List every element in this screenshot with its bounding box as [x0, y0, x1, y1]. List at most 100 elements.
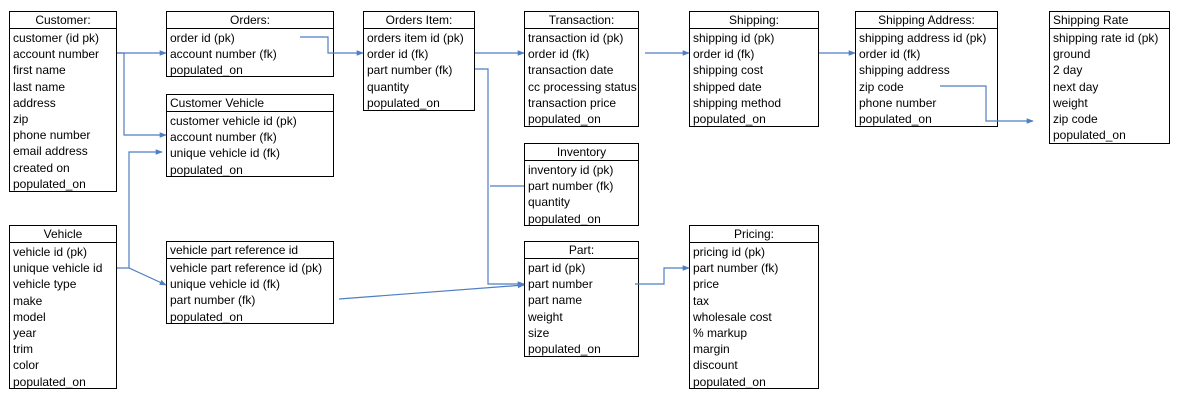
entity-inventory: Inventory inventory id (pk) part number (… [524, 143, 639, 226]
entity-transaction: Transaction: transaction id (pk)order id… [524, 11, 639, 127]
field-row: order id (pk) [170, 31, 235, 45]
field-row: populated_on [13, 176, 86, 191]
field-row: shipping rate id (pk) [1053, 31, 1159, 45]
link-customer-customer-vehicle [117, 52, 167, 138]
field-row: created on [13, 160, 70, 175]
field-row: email address [13, 144, 88, 159]
field-list: transaction id (pk)order id (fk)transact… [525, 29, 638, 127]
field-row: part number (fk) [170, 293, 256, 308]
field-row: transaction id (pk) [528, 31, 624, 45]
entity-title: Orders: [167, 12, 333, 29]
entity-shipping: Shipping: shipping id (pk)order id (fk)s… [689, 11, 819, 127]
field-row: discount [693, 358, 738, 373]
field-row: next day [1053, 79, 1099, 94]
field-row: customer (id pk) [13, 31, 100, 45]
field-row: zip code [859, 79, 904, 94]
field-row: populated_on [528, 111, 601, 126]
field-row: populated_on [693, 111, 766, 126]
field-row: shipping address id (pk) [859, 31, 987, 45]
field-row: populated_on [528, 341, 601, 356]
field-row: 2 day [1053, 63, 1083, 78]
field-list: shipping address id (pk) order id (fk)shi… [856, 29, 997, 127]
field-row: unique vehicle id (fk) [170, 146, 281, 161]
field-list: inventory id (pk) part number (fk)quantit… [525, 161, 638, 227]
entity-pricing: Pricing: pricing id (pk) part number (fk)… [689, 225, 819, 389]
field-row: phone number [859, 95, 937, 110]
link-orders-orders-item [300, 36, 364, 56]
field-row: % markup [693, 325, 748, 340]
field-row: populated_on [170, 162, 243, 177]
field-row: quantity [528, 195, 571, 210]
field-row: order id (fk) [693, 47, 755, 62]
field-row: transaction price [528, 95, 617, 110]
field-row: part number (fk) [693, 261, 779, 276]
field-row: customer vehicle id (pk) [170, 114, 297, 128]
link-vehicle-customer-vehicle [128, 149, 163, 268]
field-row: account number (fk) [170, 47, 277, 62]
field-row: account number [13, 47, 100, 62]
field-row: populated_on [859, 111, 932, 126]
link-vehicle-vehicle-part-reference [117, 267, 167, 286]
entity-title: Inventory [525, 144, 638, 161]
field-list: vehicle part reference id (pk)unique veh… [167, 259, 333, 325]
field-row: weight [528, 309, 563, 324]
link-orders-item-part [475, 68, 525, 287]
field-row: size [528, 325, 550, 340]
field-row: margin [693, 342, 730, 357]
field-row: zip code [1053, 111, 1098, 126]
field-row: make [13, 293, 43, 308]
field-list: orders item id (pk)order id (fk)part num… [364, 29, 474, 111]
field-row: first name [13, 63, 66, 78]
field-row: shipping address [859, 63, 950, 78]
field-row: populated_on [693, 374, 766, 389]
field-row: populated_on [170, 309, 243, 324]
field-row: part number (fk) [528, 179, 614, 194]
field-row: order id (fk) [859, 47, 921, 62]
field-row: part number [528, 277, 593, 292]
field-row: shipping method [693, 95, 782, 110]
field-row: order id (fk) [367, 47, 429, 62]
field-row: part number (fk) [367, 63, 453, 78]
field-row: order id (fk) [528, 47, 590, 62]
field-row: vehicle part reference id (pk) [170, 261, 323, 275]
field-row: inventory id (pk) [528, 163, 614, 177]
field-row: account number (fk) [170, 130, 277, 145]
entity-title: Customer: [10, 12, 116, 29]
field-row: last name [13, 79, 66, 94]
entity-shipping-address: Shipping Address: shipping address id (p… [855, 11, 998, 127]
field-row: populated_on [170, 63, 243, 78]
entity-title: Pricing: [690, 226, 818, 243]
link-part-pricing [635, 265, 690, 285]
field-row: shipping cost [693, 63, 764, 78]
field-row: pricing id (pk) [693, 245, 766, 259]
entity-orders-item: Orders Item: orders item id (pk)order id… [363, 11, 475, 111]
field-row: price [693, 277, 720, 292]
field-row: year [13, 325, 37, 340]
entity-title: Part: [525, 242, 638, 259]
field-row: unique vehicle id [13, 261, 103, 276]
field-list: order id (pk) account number (fk)populate… [167, 29, 333, 79]
field-row: ground [1053, 47, 1091, 62]
field-row: quantity [367, 79, 410, 94]
field-row: zip [13, 111, 29, 126]
entity-customer-vehicle: Customer Vehicle customer vehicle id (pk… [166, 94, 334, 177]
field-row: populated_on [528, 211, 601, 226]
field-row: vehicle id (pk) [13, 245, 88, 259]
field-row: phone number [13, 128, 91, 143]
entity-orders: Orders: order id (pk) account number (fk)… [166, 11, 334, 77]
field-row: populated_on [13, 374, 86, 389]
field-row: populated_on [367, 95, 440, 110]
entity-title: Shipping: [690, 12, 818, 29]
field-row: wholesale cost [693, 309, 772, 324]
field-row: transaction date [528, 63, 614, 78]
link-shipping-address-shipping-rate [940, 85, 1034, 124]
entity-customer: Customer: customer (id pk) account number… [9, 11, 117, 192]
